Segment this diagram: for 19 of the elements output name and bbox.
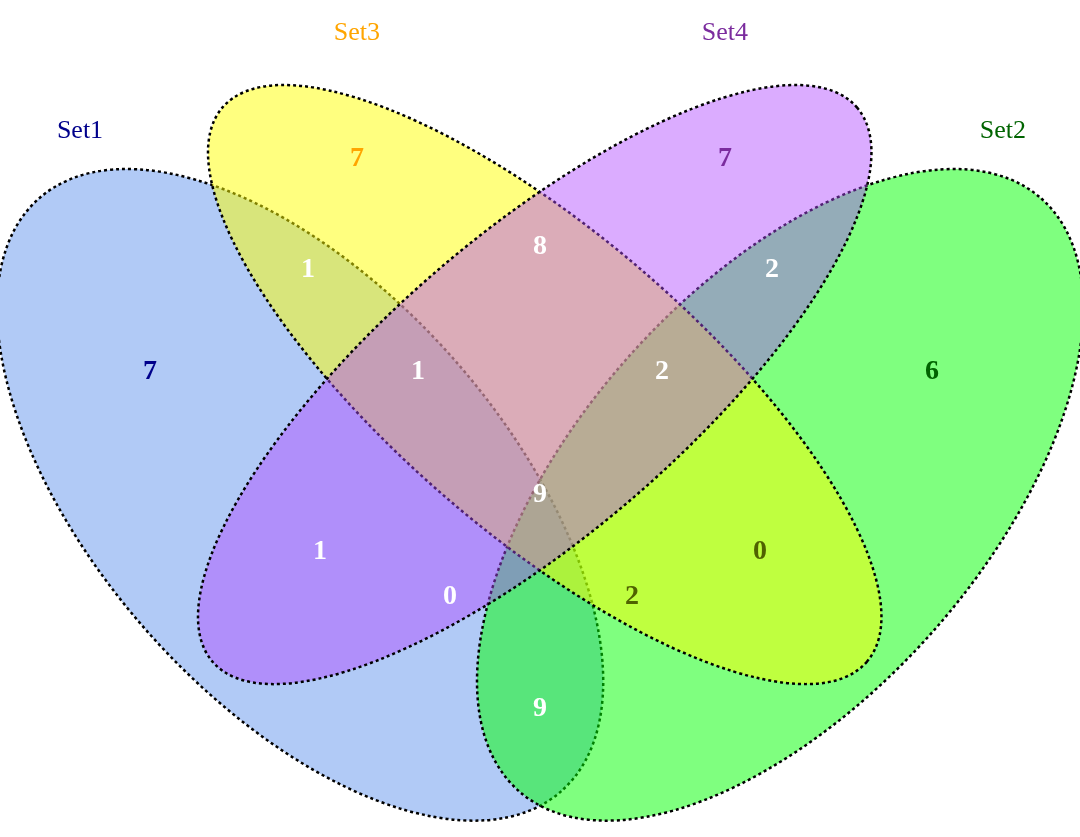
count-label: 6 [925, 354, 939, 386]
count-label: 1 [411, 354, 425, 386]
count-label: 2 [765, 252, 779, 284]
count-label: 0 [443, 579, 457, 611]
count-label: 1 [301, 252, 315, 284]
count-label: 7 [143, 354, 157, 386]
count-label: 7 [350, 141, 364, 173]
count-label: 9 [533, 477, 547, 509]
count-label: 7 [718, 141, 732, 173]
set-name: Set2 [979, 115, 1027, 145]
count-label: 2 [625, 579, 639, 611]
count-label: 8 [533, 229, 547, 261]
count-label: 9 [533, 691, 547, 723]
set-name: Set3 [333, 17, 381, 47]
set-name: Set1 [56, 115, 104, 145]
set-name: Set4 [701, 17, 749, 47]
count-label: 0 [753, 534, 767, 566]
count-label: 2 [655, 354, 669, 386]
count-label: 1 [313, 534, 327, 566]
